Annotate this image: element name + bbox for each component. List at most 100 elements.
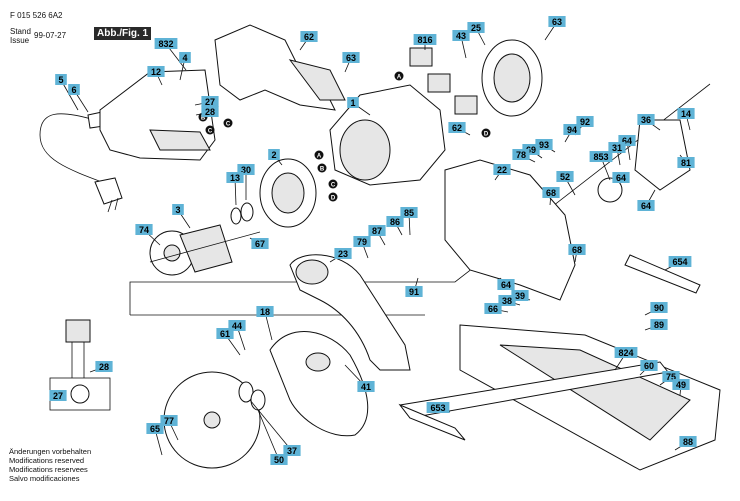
part-number: 61 <box>220 329 230 339</box>
wiring-marker <box>394 71 404 81</box>
wiring-marker-letter: C <box>331 183 336 189</box>
part-label-background <box>135 224 153 235</box>
part-label-p18: 18 <box>256 306 274 317</box>
part-label-p81: 81 <box>677 157 695 168</box>
part-label-p30: 30 <box>237 164 255 175</box>
part-label-background <box>542 187 560 198</box>
part-number: 653 <box>430 403 445 413</box>
part-label-p68a: 68 <box>542 187 560 198</box>
part-number: 77 <box>164 416 174 426</box>
part-label-p62b: 62 <box>448 122 466 133</box>
part-label-p43: 43 <box>452 30 470 41</box>
part-number: 62 <box>304 32 314 42</box>
armature-shaft <box>149 231 261 263</box>
part-label-background <box>589 151 613 162</box>
part-label-p25: 25 <box>467 22 485 33</box>
part-label-background <box>237 164 255 175</box>
part-label-background <box>522 144 540 155</box>
part-number: 63 <box>346 53 356 63</box>
part-label-p1: 1 <box>347 97 359 108</box>
part-number: 88 <box>683 437 693 447</box>
part-number: 27 <box>205 97 215 107</box>
part-label-background <box>677 157 695 168</box>
part-label-background <box>386 216 404 227</box>
lower-guard-hub <box>305 352 331 372</box>
part-label-p2: 2 <box>268 149 280 160</box>
bearing <box>230 207 242 225</box>
wiring-marker <box>481 128 491 138</box>
part-number: 2 <box>271 150 276 160</box>
part-label-background <box>251 238 269 249</box>
part-label-background <box>160 415 178 426</box>
guard-hub <box>295 259 329 285</box>
part-label-background <box>154 38 178 49</box>
part-number: 93 <box>539 140 549 150</box>
part-number: 816 <box>417 35 432 45</box>
part-label-p41: 41 <box>357 381 375 392</box>
wrench <box>624 254 701 294</box>
part-label-background <box>405 286 423 297</box>
part-label-p88: 88 <box>679 436 697 447</box>
part-label-background <box>426 402 450 413</box>
part-number: 27 <box>53 391 63 401</box>
part-label-background <box>511 290 529 301</box>
wiring-marker <box>205 125 215 135</box>
part-label-p63b: 63 <box>548 16 566 27</box>
wiring-marker <box>317 163 327 173</box>
part-label-background <box>662 371 680 382</box>
part-label-background <box>563 124 581 135</box>
part-label-p44: 44 <box>228 320 246 331</box>
part-label-p38: 38 <box>498 295 516 306</box>
part-label-p65: 65 <box>146 423 164 434</box>
part-number: 67 <box>255 239 265 249</box>
part-label-p64d: 64 <box>497 279 515 290</box>
part-number: 60 <box>644 361 654 371</box>
part-label-background <box>95 361 113 372</box>
fan-hub <box>163 244 181 262</box>
part-label-p13: 13 <box>226 172 244 183</box>
part-label-p92: 92 <box>576 116 594 127</box>
motor-symbol <box>70 384 90 404</box>
wiring-marker-letter: C <box>226 122 231 128</box>
plug-pin <box>114 197 119 211</box>
part-number: 832 <box>158 39 173 49</box>
part-label-background <box>270 454 288 465</box>
part-label-p27b: 27 <box>49 390 67 401</box>
brush-holder <box>454 95 478 115</box>
part-label-background <box>614 347 638 358</box>
document-number: F 015 526 6A2 <box>10 11 63 20</box>
base-plate-recess <box>499 344 691 441</box>
note-line: Änderungen vorbehalten <box>9 447 92 456</box>
part-number: 37 <box>287 446 297 456</box>
issue-label: Issue <box>10 36 30 45</box>
part-label-p86: 86 <box>386 216 404 227</box>
part-number: 89 <box>654 320 664 330</box>
part-label-p28a: 28 <box>201 106 219 117</box>
part-label-p28b: 28 <box>95 361 113 372</box>
part-number: 13 <box>230 173 240 183</box>
part-number: 1 <box>350 98 355 108</box>
part-label-p74: 74 <box>135 224 153 235</box>
part-label-background <box>548 16 566 27</box>
part-number: 6 <box>71 85 76 95</box>
part-number: 91 <box>409 287 419 297</box>
part-label-p5: 5 <box>55 74 67 85</box>
power-cord <box>39 113 111 186</box>
plug-pin <box>107 199 113 213</box>
part-label-p91: 91 <box>405 286 423 297</box>
part-label-p654: 654 <box>668 256 692 267</box>
part-number: 38 <box>502 296 512 306</box>
part-number: 78 <box>516 150 526 160</box>
brush-holder <box>427 73 451 93</box>
part-number: 44 <box>232 321 242 331</box>
part-label-p36: 36 <box>637 114 655 125</box>
part-label-p94: 94 <box>563 124 581 135</box>
part-label-background <box>353 236 371 247</box>
wiring-marker <box>223 118 233 128</box>
part-label-p90: 90 <box>650 302 668 313</box>
part-label-background <box>467 22 485 33</box>
part-label-p62a: 62 <box>300 31 318 42</box>
part-label-background <box>672 379 690 390</box>
part-label-p27a: 27 <box>201 96 219 107</box>
part-label-background <box>668 256 692 267</box>
